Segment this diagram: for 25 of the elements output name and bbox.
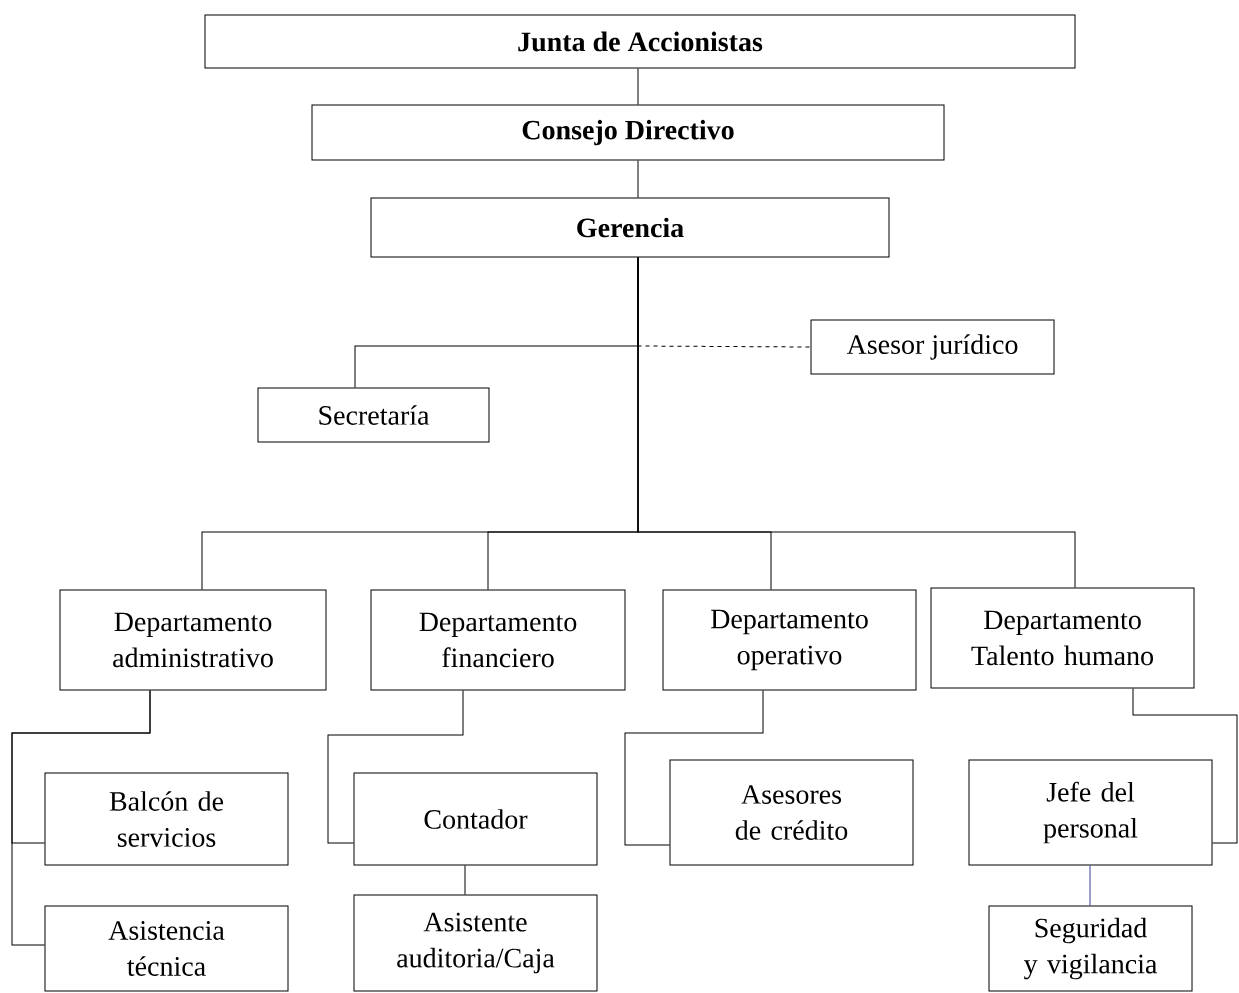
connector-line bbox=[327, 690, 464, 844]
org-box: Asesor jurídico bbox=[810, 319, 1055, 375]
org-box: Balcón de servicios bbox=[44, 772, 289, 866]
connector-line bbox=[637, 160, 639, 198]
org-box: Junta de Accionistas bbox=[204, 14, 1076, 69]
org-box: Asistente auditoria/Caja bbox=[353, 894, 598, 992]
connector-line bbox=[1132, 688, 1238, 844]
org-box: Contador bbox=[353, 772, 598, 866]
org-box: Gerencia bbox=[370, 197, 890, 258]
connector-line bbox=[624, 690, 764, 846]
org-box: Seguridad y vigilancia bbox=[988, 905, 1193, 992]
connector-line bbox=[1089, 865, 1091, 906]
connector-line bbox=[637, 257, 1076, 588]
org-box: Departamento Talento humano bbox=[930, 587, 1195, 689]
org-box: Departamento operativo bbox=[662, 589, 917, 691]
org-box: Asesores de crédito bbox=[669, 759, 914, 866]
connector-line bbox=[464, 865, 466, 895]
org-box: Consejo Directivo bbox=[311, 104, 945, 161]
org-box: Jefe del personal bbox=[968, 759, 1213, 866]
org-box: Secretaría bbox=[257, 387, 490, 443]
org-box: Departamento financiero bbox=[370, 589, 626, 691]
connector-line bbox=[637, 68, 639, 105]
org-box: Asistencia técnica bbox=[44, 905, 289, 992]
connector-line bbox=[11, 690, 151, 946]
org-box: Departamento administrativo bbox=[59, 589, 327, 691]
